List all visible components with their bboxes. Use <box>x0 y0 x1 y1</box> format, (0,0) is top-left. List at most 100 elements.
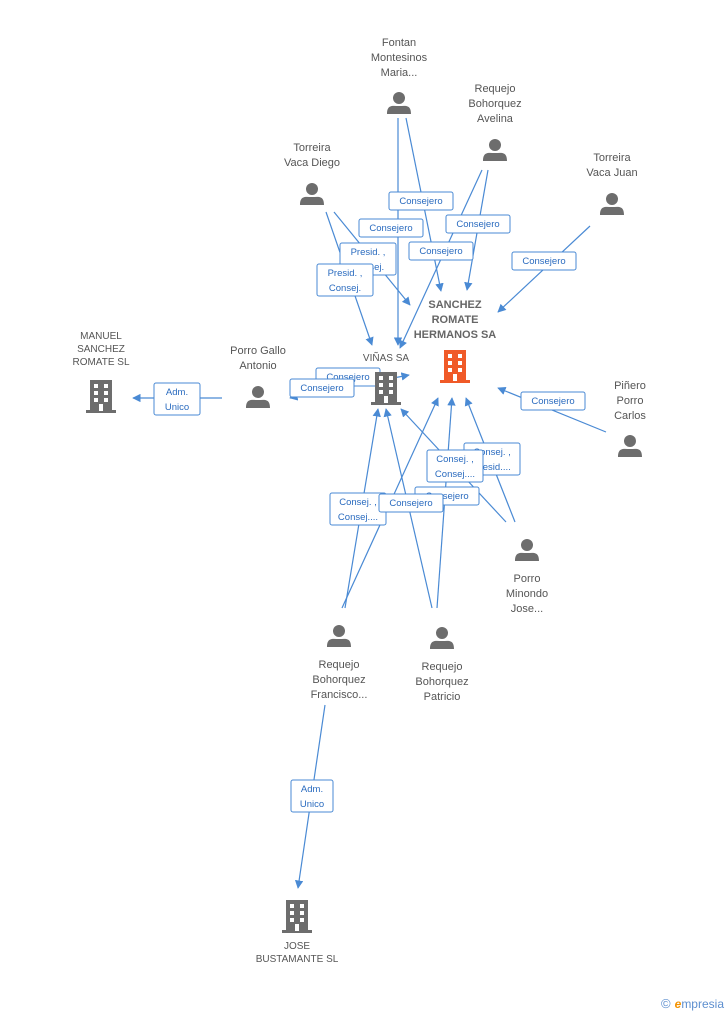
node-label-line: Fontan <box>382 37 416 49</box>
edge-role-label[interactable]: Adm. Unico <box>290 779 334 813</box>
person-icon <box>300 183 324 205</box>
person-icon <box>483 139 507 161</box>
node-label-line: Torreira <box>293 142 331 154</box>
person-icon <box>618 435 642 457</box>
building-icon <box>440 350 470 383</box>
edge-role-label[interactable]: Consejero <box>445 214 511 234</box>
node-label-line: ROMATE SL <box>72 357 129 368</box>
node-label-line: Requejo <box>319 659 360 671</box>
node-label-line: Jose... <box>511 603 543 615</box>
edge-role-label[interactable]: Consejero <box>289 378 355 398</box>
node-label-line: MANUEL <box>80 331 122 342</box>
edge-role-text: Presid.... <box>473 462 511 473</box>
node-label-line: Requejo <box>475 83 516 95</box>
edge-role-text: Consej.... <box>338 512 378 523</box>
edge-role-text: Adm. <box>301 784 323 795</box>
node-label-line: Torreira <box>593 152 631 164</box>
edge-role-text: Consej. , <box>436 454 474 465</box>
building-icon <box>86 380 116 413</box>
person-icon <box>430 627 454 649</box>
edge-role-label[interactable]: Consejero <box>520 391 586 411</box>
node-label-line: Avelina <box>477 113 514 125</box>
person-icon <box>387 92 411 114</box>
edge-role-label[interactable]: Consejero <box>358 218 424 238</box>
edge-role-label[interactable]: Consej. , Consej.... <box>426 449 484 483</box>
edge-role-text: Consejero <box>326 372 369 383</box>
edge-role-text: Consejero <box>522 256 565 267</box>
node-label-line: Patricio <box>424 691 461 703</box>
building-icon <box>282 900 312 933</box>
edge-role-text: Consej.... <box>435 469 475 480</box>
node-label-line: SANCHEZ <box>77 344 125 355</box>
node-label-line: SANCHEZ <box>428 299 481 311</box>
node-label-line: Montesinos <box>371 52 428 64</box>
edge-role-text: Consej. <box>329 283 361 294</box>
node-label-line: VIÑAS SA <box>363 351 409 364</box>
person-icon <box>327 625 351 647</box>
node-label-line: BUSTAMANTE SL <box>256 954 339 965</box>
node-label-line: Bohorquez <box>468 98 521 110</box>
brand-name: mpresia <box>681 996 724 1011</box>
node-label-line: JOSE <box>284 941 310 952</box>
node-porro-minondo[interactable]: PorroMinondoJose... <box>506 539 548 615</box>
node-label-line: Vaca Juan <box>586 167 637 179</box>
node-manuel-sanchez[interactable]: MANUEL SANCHEZ ROMATE SL <box>72 331 130 413</box>
person-icon <box>600 193 624 215</box>
edge-role-text: Consejero <box>419 246 462 257</box>
node-requejo-francisco[interactable]: RequejoBohorquezFrancisco... <box>311 625 368 701</box>
copyright-symbol: © <box>661 996 671 1011</box>
edge-role-text: Consejero <box>456 219 499 230</box>
person-icon <box>515 539 539 561</box>
edge-role-label[interactable]: Consejero <box>378 493 444 513</box>
edge-role-text: Unico <box>300 799 324 810</box>
node-label-line: ROMATE <box>432 314 479 326</box>
edge-role-text: Presid. , <box>328 268 363 279</box>
edge-role-text: Consej. , <box>339 497 377 508</box>
edge-role-text: Consejero <box>425 491 468 502</box>
edge-role-text: Consej. , <box>473 447 511 458</box>
edge-role-label[interactable]: Consejero <box>388 191 454 211</box>
edge-role-text: Presid. , <box>351 247 386 258</box>
edge-role-label[interactable]: Consejero <box>511 251 577 271</box>
edge-role-text: Adm. <box>166 387 188 398</box>
edge-role-label[interactable]: Presid. , Consej. <box>316 263 374 297</box>
brand-initial: e <box>674 996 682 1011</box>
node-vinas[interactable]: VIÑAS SA <box>363 351 409 405</box>
nodes-layer: FontanMontesinosMaria...RequejoBohorquez… <box>72 37 646 965</box>
node-label-line: Minondo <box>506 588 548 600</box>
edge-role-label[interactable]: Adm. Unico <box>153 382 201 416</box>
edge-role-text: Unico <box>165 402 189 413</box>
edge-role-label[interactable]: Consejero <box>408 241 474 261</box>
node-label-line: Porro <box>514 573 541 585</box>
edge-role-text: Consejero <box>531 396 574 407</box>
node-label-line: Antonio <box>239 360 276 372</box>
node-fontan[interactable]: FontanMontesinosMaria... <box>371 37 428 114</box>
node-jose-bustamante[interactable]: JOSE BUSTAMANTE SL <box>256 900 339 965</box>
edge-role-text: Consejero <box>369 223 412 234</box>
node-label-line: Francisco... <box>311 689 368 701</box>
node-label-line: Carlos <box>614 410 646 422</box>
node-label-line: Maria... <box>381 67 418 79</box>
node-label-line: HERMANOS SA <box>414 329 497 341</box>
node-sanchez-romate[interactable]: SANCHEZ ROMATE HERMANOS SA <box>414 299 497 383</box>
edge-role-text: Consejero <box>300 383 343 394</box>
brand-watermark: © empresia <box>661 996 724 1011</box>
node-label-line: Piñero <box>614 380 646 392</box>
edge-role-label[interactable]: Consej. , Consej.... <box>329 492 387 526</box>
node-label-line: Requejo <box>422 661 463 673</box>
node-label-line: Bohorquez <box>415 676 468 688</box>
building-icon <box>371 372 401 405</box>
node-label-line: Porro <box>617 395 644 407</box>
edge-role-text: Consejero <box>389 498 432 509</box>
node-label-line: Bohorquez <box>312 674 365 686</box>
edge-role-text: Consejero <box>399 196 442 207</box>
person-icon <box>246 386 270 408</box>
